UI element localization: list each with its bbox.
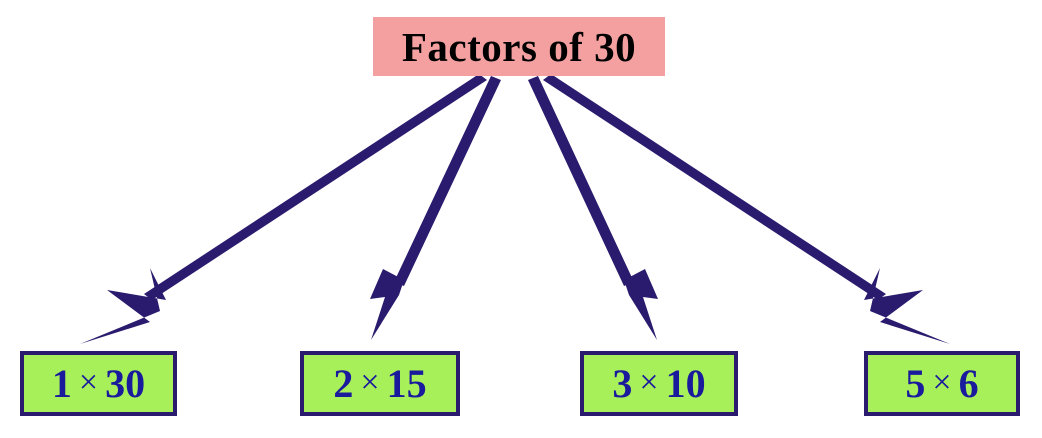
- multiplication-icon: ×: [932, 363, 952, 401]
- arrow-to-1x30: [80, 74, 487, 344]
- factor-left: 5: [905, 361, 926, 406]
- factor-node-5x6: 5 × 6: [864, 351, 1020, 416]
- arrow-to-3x10: [528, 76, 658, 340]
- factor-node-3x10: 3 × 10: [580, 351, 738, 416]
- arrow-to-2x15: [370, 76, 501, 340]
- factor-right: 6: [958, 361, 979, 406]
- factor-node-1x30: 1 × 30: [20, 351, 177, 416]
- factor-right: 30: [105, 361, 146, 406]
- arrow-to-5x6: [543, 74, 950, 344]
- factor-right: 10: [665, 361, 706, 406]
- factor-right: 15: [386, 361, 427, 406]
- multiplication-icon: ×: [360, 363, 380, 401]
- factor-left: 1: [51, 361, 72, 406]
- title-node: Factors of 30: [373, 17, 665, 76]
- factor-left: 2: [333, 361, 354, 406]
- multiplication-icon: ×: [78, 363, 99, 401]
- multiplication-icon: ×: [639, 363, 659, 401]
- factor-left: 3: [612, 361, 633, 406]
- factor-node-2x15: 2 × 15: [300, 351, 460, 416]
